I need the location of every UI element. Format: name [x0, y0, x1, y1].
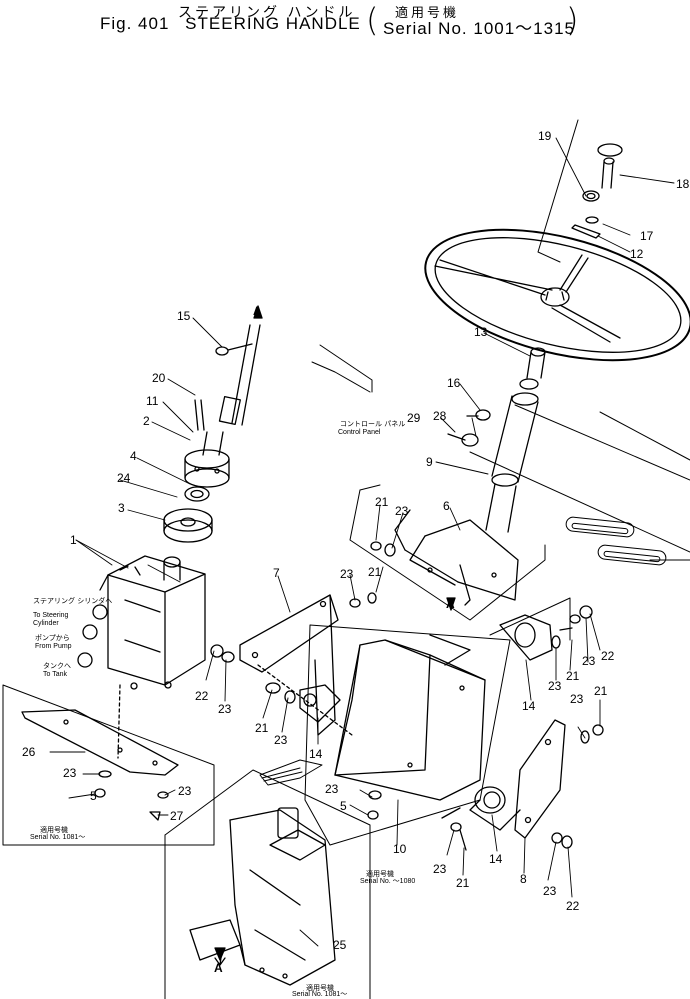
- callout-23f: 23: [433, 862, 447, 876]
- callout-12: 12: [630, 247, 644, 261]
- title-japanese: ステアリング ハンドル: [178, 5, 356, 21]
- callout-23l: 23: [178, 784, 192, 798]
- serial-japanese: 適用号機: [395, 6, 460, 21]
- paren-close: ): [566, 1, 579, 39]
- callout-23k: 23: [63, 766, 77, 780]
- horn-parts: [537, 119, 623, 263]
- callout-17: 17: [640, 229, 654, 243]
- base-plate: [2, 684, 215, 846]
- to-tank-jp: タンクへ: [43, 662, 71, 670]
- callout-21f: 21: [594, 684, 608, 698]
- callout-23h: 23: [548, 679, 562, 693]
- main-housing: [304, 624, 511, 846]
- callout-21d: 21: [456, 876, 470, 890]
- callout-21a: 21: [375, 495, 389, 509]
- serial-note-1081-left: Serial No. 1081～: [30, 834, 86, 841]
- callout-21e: 21: [566, 669, 580, 683]
- callout-8: 8: [520, 872, 527, 886]
- to-steering-jp: ステアリング シリンダへ: [33, 597, 113, 605]
- from-pump-en: From Pump: [35, 643, 72, 650]
- mount-right: [441, 614, 553, 851]
- control-panel-jp: コントロール パネル: [340, 420, 406, 428]
- callout-21b: 21: [368, 565, 382, 579]
- callout-1: 1: [70, 533, 77, 547]
- callout-23b: 23: [340, 567, 354, 581]
- callout-18: 18: [676, 177, 690, 191]
- support-bracket-right: [489, 597, 571, 839]
- lower-housing: [164, 769, 371, 999]
- callout-2: 2: [143, 414, 150, 428]
- leader-lines: [49, 137, 675, 947]
- callout-24: 24: [117, 471, 131, 485]
- callout-26: 26: [22, 745, 36, 759]
- mount-left: [265, 682, 341, 723]
- to-steering-en: To Steering Cylinder: [33, 612, 69, 627]
- view-a-top: A: [253, 304, 262, 318]
- callout-10: 10: [393, 842, 407, 856]
- steering-column: [447, 347, 546, 533]
- callout-23j: 23: [543, 884, 557, 898]
- callout-23a: 23: [395, 504, 409, 518]
- support-bracket-left: [239, 594, 353, 736]
- serial-note-1080: Serial No. ～1080: [360, 878, 416, 885]
- direction-arrow: [259, 759, 323, 786]
- callout-6: 6: [443, 499, 450, 513]
- callout-15: 15: [177, 309, 191, 323]
- figure-title: Fig. 401 STEERING HANDLE: [100, 14, 371, 34]
- view-a-markers: [214, 305, 456, 961]
- callout-22a: 22: [195, 689, 209, 703]
- to-tank-en: To Tank: [43, 671, 67, 678]
- callout-4: 4: [130, 449, 137, 463]
- from-pump-jp: ポンプから: [35, 634, 70, 642]
- callout-22c: 22: [566, 899, 580, 913]
- callout-14c: 14: [522, 699, 536, 713]
- callout-27: 27: [170, 809, 184, 823]
- control-panel-en: Control Panel: [338, 429, 381, 436]
- callout-25: 25: [333, 938, 347, 952]
- callout-11: 11: [146, 394, 159, 408]
- callout-3: 3: [118, 501, 125, 515]
- callout-23e: 23: [325, 782, 339, 796]
- applicable-jp-3: 適用号機: [306, 984, 334, 992]
- view-a-bottom: A: [214, 961, 223, 975]
- callout-21c: 21: [255, 721, 269, 735]
- figure-number: Fig. 401: [100, 14, 170, 33]
- valve-shaft: [163, 324, 261, 543]
- callout-19: 19: [538, 129, 552, 143]
- applicable-jp-2: 適用号機: [366, 870, 394, 878]
- callout-13: 13: [474, 325, 488, 339]
- serial-range: Serial No. 1001～1315: [383, 19, 576, 38]
- callout-29: 29: [407, 411, 421, 425]
- fasteners-right: [210, 541, 604, 849]
- column-bracket: [349, 484, 546, 621]
- callout-7: 7: [273, 566, 280, 580]
- callout-9: 9: [426, 455, 433, 469]
- figure-title-english: STEERING HANDLE: [185, 14, 361, 33]
- steering-valve-body: [77, 555, 206, 759]
- applicable-jp-1: 適用号機: [40, 826, 68, 834]
- callout-23c: 23: [218, 702, 232, 716]
- callout-23i: 23: [570, 692, 584, 706]
- dashboard-outline: [311, 344, 690, 566]
- callout-14a: 14: [309, 747, 323, 761]
- callout-16: 16: [447, 376, 461, 390]
- callout-14b: 14: [489, 852, 503, 866]
- view-a-bracket: A: [446, 597, 455, 611]
- callout-20: 20: [152, 371, 166, 385]
- callout-5: 5: [90, 789, 97, 803]
- serial-note-1081-bottom: Serial No. 1081～: [292, 991, 348, 998]
- callout-28: 28: [433, 409, 447, 423]
- callout-23d: 23: [274, 733, 288, 747]
- callout-5b: 5: [340, 799, 347, 813]
- callout-22b: 22: [601, 649, 615, 663]
- callout-23g: 23: [582, 654, 596, 668]
- paren-open: (: [366, 1, 379, 39]
